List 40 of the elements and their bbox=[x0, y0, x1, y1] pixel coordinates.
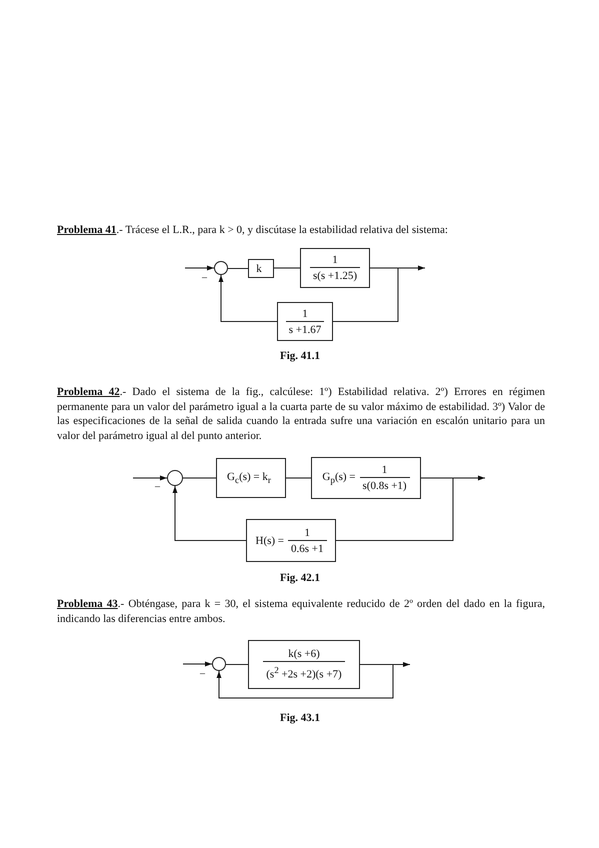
signal-arrow bbox=[218, 274, 278, 322]
block-box bbox=[248, 640, 360, 689]
numerator: 1 bbox=[331, 254, 339, 267]
minus-sign: – bbox=[155, 481, 160, 492]
block-label: G$_{c}$(s) = k$_{r}$ bbox=[227, 470, 271, 486]
figure-caption: Fig. 41.1 bbox=[278, 349, 322, 364]
block-box bbox=[216, 458, 286, 498]
signal-arrow bbox=[172, 486, 246, 541]
block-label: G$_{p}$(s) = bbox=[322, 470, 356, 486]
block-box bbox=[300, 248, 370, 288]
block-label: H(s) = bbox=[256, 534, 284, 546]
block-box bbox=[311, 457, 421, 499]
denominator: s(0.8s +1) bbox=[360, 477, 410, 492]
figure-caption: Fig. 42.1 bbox=[278, 571, 322, 586]
minus-sign: – bbox=[200, 668, 205, 679]
numerator: 1 bbox=[301, 308, 309, 320]
problem-statement: Problema 42.- Dado el sistema de la fig., calcúlese: 1º) Estabilidad relativa. 2º) Errores en régimen permanente para un valor del parámetro igual a la cuarta parte de su valor máximo de estabilidad. 3º) Valor de las especificaciones de la señal de salida cuando la entrada sufre una variación en escalón unitario para un valor del parámetro igual al del punto anterior. bbox=[57, 385, 545, 443]
figure-caption: Fig. 43.1 bbox=[278, 711, 322, 726]
signal-arrow bbox=[132, 476, 168, 480]
signal-line bbox=[332, 268, 398, 322]
denominator: s +1.67 bbox=[286, 320, 324, 336]
signal-arrow bbox=[216, 664, 394, 698]
denominator: 0.6s +1 bbox=[288, 540, 326, 554]
signal-line bbox=[226, 664, 248, 665]
block-box bbox=[246, 519, 336, 562]
numerator: 1 bbox=[380, 464, 388, 477]
signal-arrow bbox=[184, 266, 214, 270]
minus-sign: – bbox=[202, 272, 207, 283]
block-label: k bbox=[256, 262, 262, 274]
numerator: 1 bbox=[304, 526, 311, 540]
signal-line bbox=[228, 268, 248, 269]
signal-arrow bbox=[182, 662, 212, 666]
problem-statement: Problema 43.- Obténgase, para k = 30, el sistema equivalente reducido de 2º orden del dado en la figura, indicando las diferencias entre ambos. bbox=[57, 597, 545, 626]
block-box bbox=[248, 259, 274, 278]
signal-line bbox=[336, 478, 454, 541]
denominator: s(s +1.25) bbox=[310, 267, 360, 282]
problem-statement: Problema 41.- Trácese el L.R., para k > 0, y discútase la estabilidad relativa del sistema: bbox=[57, 223, 449, 238]
denominator: (s$^{2}$ +2s +2)(s +7) bbox=[263, 661, 345, 681]
block-box bbox=[277, 302, 333, 341]
numerator: k(s +6) bbox=[287, 648, 321, 662]
